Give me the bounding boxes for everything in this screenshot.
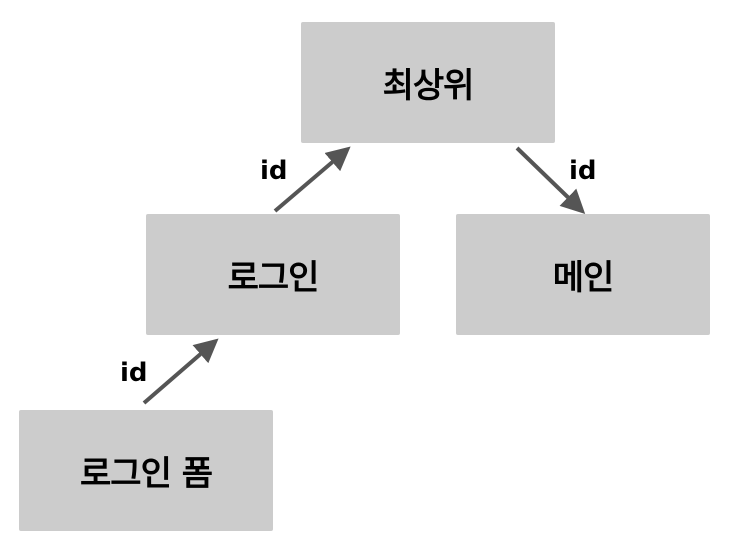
edge-label-form-to-login: id [120, 358, 148, 388]
node-login-form: 로그인 폼 [19, 410, 273, 531]
node-login-label: 로그인 [227, 258, 320, 298]
node-main: 메인 [456, 214, 710, 335]
edge-label-login-to-top: id [260, 156, 288, 186]
edge-arrow-login-to-top [273, 146, 351, 213]
node-login-form-label: 로그인 폼 [80, 454, 213, 494]
node-top: 최상위 [301, 22, 555, 143]
edge-arrow-top-to-main [515, 146, 586, 214]
edge-arrow-form-to-login [142, 338, 219, 405]
node-login: 로그인 [146, 214, 400, 335]
node-main-label: 메인 [552, 258, 615, 298]
edge-label-top-to-main: id [569, 156, 597, 186]
node-top-label: 최상위 [382, 66, 475, 106]
